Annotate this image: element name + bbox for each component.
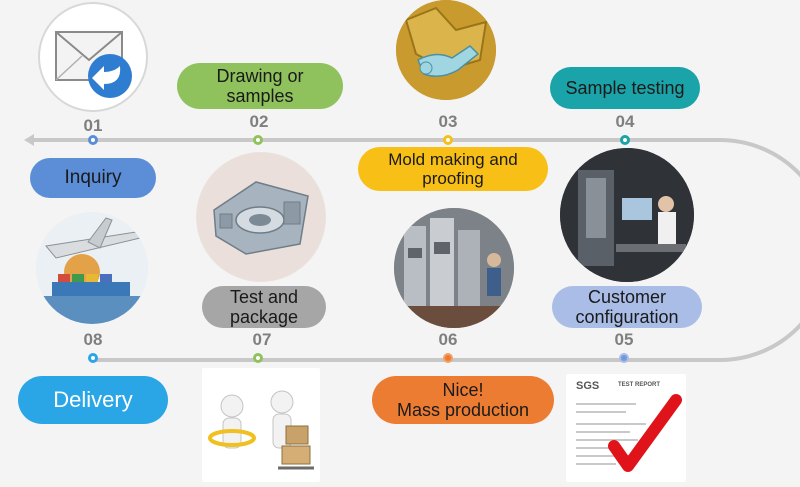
step-label-inquiry: Inquiry (30, 158, 156, 198)
step-label-sample-testing: Sample testing (550, 67, 700, 109)
step-dot-01 (88, 135, 98, 145)
step-number-03: 03 (438, 112, 458, 131)
report-title: TEST REPORT (618, 382, 661, 388)
step-number-07: 07 (252, 330, 272, 349)
step-label-drawing: Drawing or samples (177, 63, 343, 109)
step-dot-07 (253, 353, 263, 363)
step-dot-03 (443, 135, 453, 145)
step-number-04: 04 (615, 112, 635, 131)
metal-part-render (196, 152, 326, 282)
step-label-test-package: Test and package (202, 286, 326, 328)
gold-mold-part (396, 0, 496, 100)
step-label-customer: Customer configuration (552, 286, 702, 328)
step-number-02: 02 (249, 112, 269, 131)
step-dot-02 (253, 135, 263, 145)
report-brand: SGS (576, 380, 600, 392)
step-dot-06 (443, 353, 453, 363)
step-label-delivery: Delivery (18, 376, 168, 424)
testing-lab-photo (560, 148, 694, 282)
step-dot-05 (619, 353, 629, 363)
workers-with-boxes (202, 368, 320, 482)
factory-machines-photo (394, 208, 514, 328)
step-number-05: 05 (614, 330, 634, 349)
step-number-06: 06 (438, 330, 458, 349)
step-number-01: 01 (83, 116, 103, 135)
step-dot-04 (620, 135, 630, 145)
step-label-mold: Mold making and proofing (358, 147, 548, 191)
step-label-mass-production: Nice! Mass production (372, 376, 554, 424)
step-number-08: 08 (83, 330, 103, 349)
envelope-reply-icon (38, 2, 148, 112)
airplane-ship-globe (36, 212, 148, 324)
sgs-test-report: SGS TEST REPORT (566, 374, 686, 482)
step-dot-08 (88, 353, 98, 363)
